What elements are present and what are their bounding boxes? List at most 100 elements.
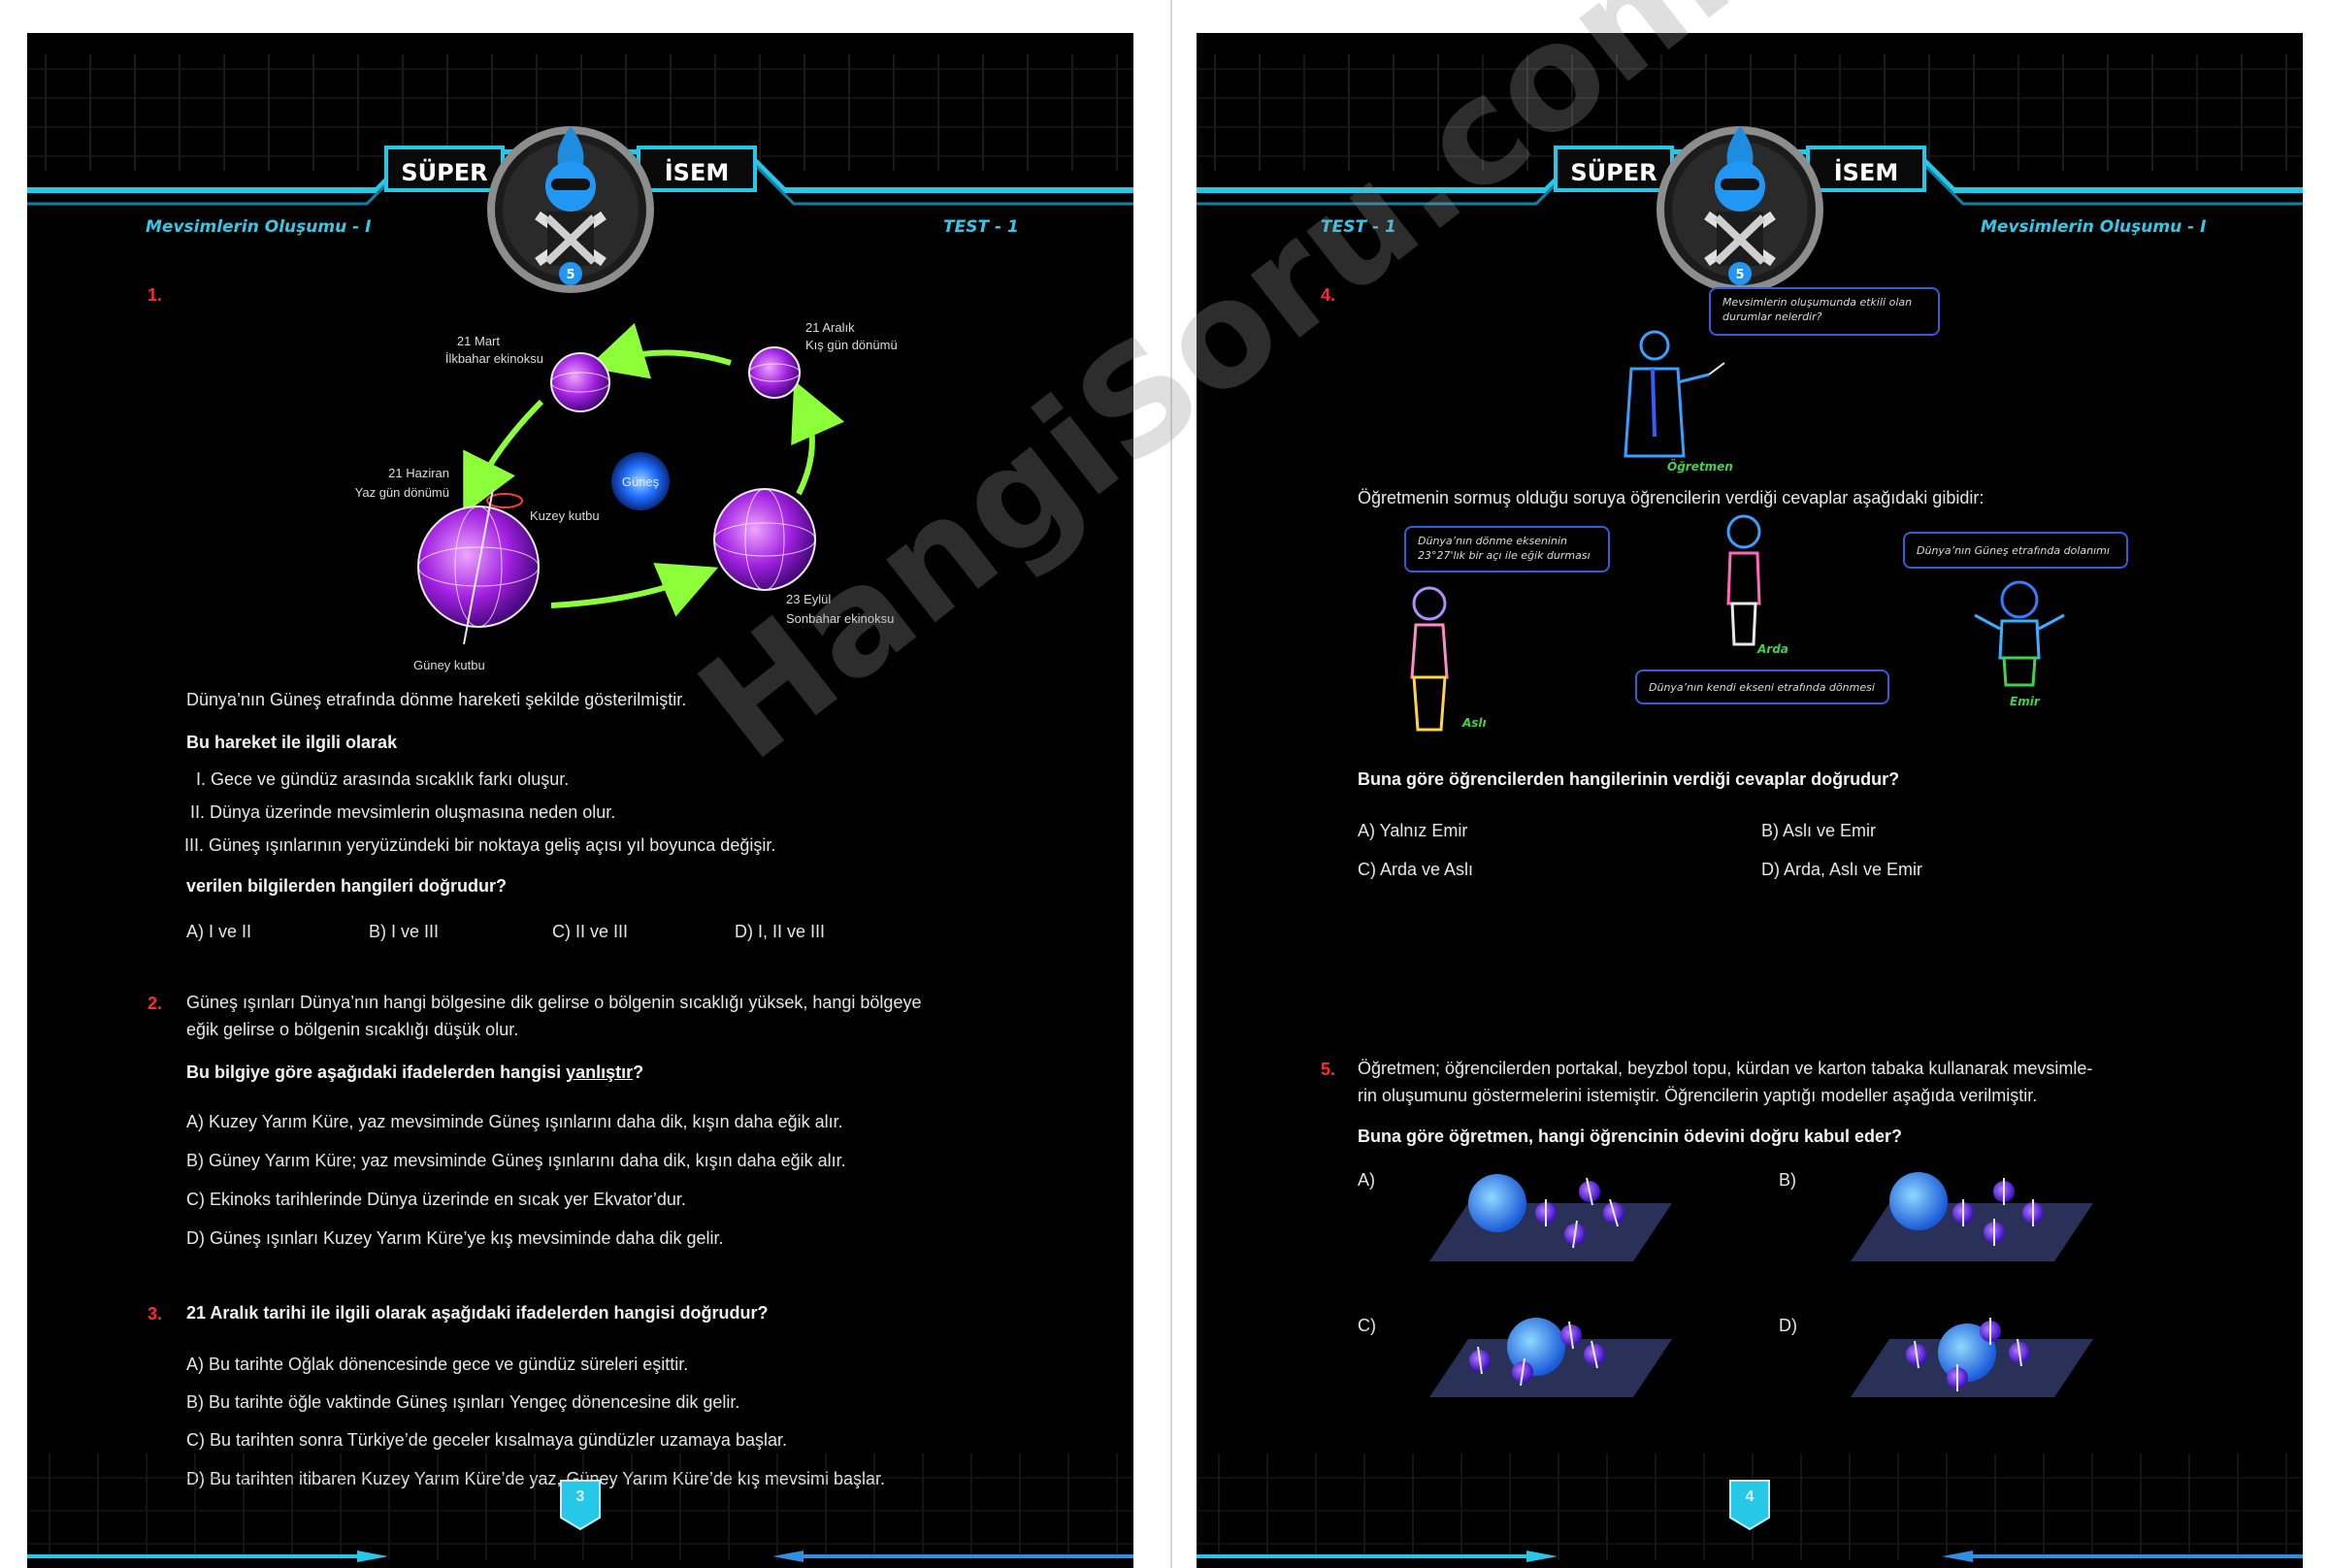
orbit-arrows [463,322,845,617]
statement-number: I. [196,769,207,789]
teacher-speech-bubble: Mevsimlerin oluşumunda etkili olan durum… [1709,287,1940,336]
arda-figure-icon [1726,514,1761,646]
q2-option-d[interactable]: D) Güneş ışınları Kuzey Yarım Küre’ye kı… [186,1228,724,1248]
super-isem-logo: SÜPER İSEM 5 [384,126,757,293]
bubble-line: durumlar nelerdir? [1722,310,1822,323]
sun-icon [611,452,670,510]
model-c [1429,1318,1672,1397]
q1-question: verilen bilgilerden hangileri doğrudur? [186,876,508,896]
q4-option-b[interactable]: B) Aslı ve Emir [1761,821,1877,840]
q2-question-text: Bu bilgiye göre aşağıdaki ifadelerden ha… [186,1062,567,1082]
sun-label: Güneş [622,474,660,489]
logo-badge-number: 5 [1735,268,1744,282]
q3-option-a[interactable]: A) Bu tarihte Oğlak dönencesinde gece ve… [186,1355,689,1374]
q2-option-a[interactable]: A) Kuzey Yarım Küre, yaz mevsiminde Güne… [186,1112,843,1131]
page-number-badge: 3 [559,1479,602,1531]
label-december-name: Kış gün dönümü [805,338,898,352]
label-september-name: Sonbahar ekinoksu [786,611,894,626]
model-a [1429,1174,1672,1261]
right-page: SÜPER İSEM 5 TEST - 1 Mevsimlerin Oluşum… [1197,33,2303,1568]
page-number: 3 [575,1488,585,1505]
label-south-pole: Güney kutbu [413,658,485,672]
test-label: TEST - 1 [943,217,1019,237]
asli-speech-bubble: Dünya’nın dönme ekseninin 23°27'lık bir … [1404,526,1610,572]
rotation-arrow-icon [486,493,523,508]
q4-option-c[interactable]: C) Arda ve Aslı [1358,860,1474,879]
statement-text: Dünya üzerinde mevsimlerin oluşmasına ne… [210,802,616,822]
left-page: SÜPER İSEM 5 Mevsimlerin Oluşumu - I TES… [27,33,1133,1568]
unit-title: Mevsimlerin Oluşumu - I [146,217,372,237]
q1-intro: Dünya’nın Güneş etrafında dönme hareketi… [186,690,687,709]
label-north-pole: Kuzey kutbu [530,508,600,523]
q3-option-c[interactable]: C) Bu tarihten sonra Türkiye’de geceler … [186,1430,787,1450]
q3-option-b[interactable]: B) Bu tarihte öğle vaktinde Güneş ışınla… [186,1392,740,1412]
label-september-date: 23 Eylül [786,592,831,606]
q4-option-d[interactable]: D) Arda, Aslı ve Emir [1761,860,1923,879]
emir-label: Emir [2010,695,2040,708]
test-label: TEST - 1 [1321,217,1396,237]
q2-question-keyword: yanlıştır [566,1062,634,1082]
q1-statement-3: III. Güneş ışınlarının yeryüzündeki bir … [184,833,775,859]
statement-number: II. [190,802,206,822]
q5-option-b[interactable]: B) [1779,1170,1796,1190]
asli-label: Aslı [1462,716,1487,730]
q1-statement-1: I. Gece ve gündüz arasında sıcaklık fark… [196,767,569,793]
label-march-name: İlkbahar ekinoksu [445,351,543,366]
q2-option-c[interactable]: C) Ekinoks tarihlerinde Dünya üzerinde e… [186,1190,686,1209]
page-spine-divider [1170,0,1172,1568]
q4-intro: Öğretmenin sormuş olduğu soruya öğrencil… [1358,488,1985,507]
earth-september-icon [713,488,816,591]
teacher-figure-icon [1624,330,1725,458]
q2-text-line-2: eğik gelirse o bölgenin sıcaklığı düşük … [186,1020,519,1039]
earth-march-icon [550,352,610,412]
statement-number: III. [184,835,205,855]
label-december-date: 21 Aralık [805,320,855,335]
q5-option-c[interactable]: C) [1358,1316,1376,1335]
teacher-label: Öğretmen [1667,460,1733,474]
q5-text-line-1: Öğretmen; öğrencilerden portakal, beyzbo… [1358,1059,2093,1078]
logo-left-text: SÜPER [401,157,487,186]
q1-option-a[interactable]: A) I ve II [186,922,252,941]
q3-option-d[interactable]: D) Bu tarihten itibaren Kuzey Yarım Küre… [186,1469,885,1488]
q5-option-d[interactable]: D) [1779,1316,1797,1335]
label-june-name: Yaz gün dönümü [355,485,449,500]
q5-option-a[interactable]: A) [1358,1170,1375,1190]
logo-left-text: SÜPER [1570,157,1657,186]
bubble-line: Dünya’nın dönme ekseninin [1418,535,1567,547]
q5-text-line-2: rin oluşumunu göstermelerini istemiştir.… [1358,1086,2038,1105]
q2-question-mark: ? [633,1062,644,1082]
label-june-date: 21 Haziran [388,466,449,480]
unit-title: Mevsimlerin Oluşumu - I [1981,217,2207,237]
asli-figure-icon [1410,586,1449,732]
q2-text-line-1: Güneş ışınları Dünya’nın hangi bölgesine… [186,993,922,1012]
q1-option-d[interactable]: D) I, II ve III [735,922,826,941]
q1-option-b[interactable]: B) I ve III [369,922,440,941]
q3-question: 21 Aralık tarihi ile ilgili olarak aşağı… [186,1303,769,1323]
question-number-4: 4. [1321,285,1336,305]
page-number: 4 [1745,1488,1755,1505]
earth-december-icon [748,346,801,399]
q5-model-illustrations [1429,1172,2093,1397]
earth-orbit-diagram: Güneş 21 Mart İlkbahar ekinoksu 21 Aralı… [355,320,898,672]
q1-statement-2: II. Dünya üzerinde mevsimlerin oluşmasın… [190,800,615,826]
q4-question: Buna göre öğrencilerden hangilerinin ver… [1358,769,1900,789]
q5-question: Buna göre öğretmen, hangi öğrencinin öde… [1358,1127,1903,1146]
q1-option-c[interactable]: C) II ve III [552,922,629,941]
q2-question: Bu bilgiye göre aşağıdaki ifadelerden ha… [186,1060,643,1086]
model-d [1851,1318,2093,1397]
logo-right-text: İSEM [665,158,730,186]
question-number-2: 2. [148,994,163,1013]
statement-text: Gece ve gündüz arasında sıcaklık farkı o… [211,769,570,789]
arda-label: Arda [1757,642,1788,656]
statement-text: Güneş ışınlarının yeryüzündeki bir nokta… [209,835,776,855]
logo-right-text: İSEM [1834,158,1899,186]
emir-speech-bubble: Dünya’nın Güneş etrafında dolanımı [1903,532,2128,569]
q4-option-a[interactable]: A) Yalnız Emir [1358,821,1468,840]
q2-option-b[interactable]: B) Güney Yarım Küre; yaz mevsiminde Güne… [186,1151,846,1170]
question-number-5: 5. [1321,1060,1336,1079]
q1-lead: Bu hareket ile ilgili olarak [186,733,398,752]
bubble-line: Mevsimlerin oluşumunda etkili olan [1722,296,1913,309]
footer-band [27,1551,1133,1562]
question-number-3: 3. [148,1304,163,1323]
logo-badge-number: 5 [566,268,574,282]
